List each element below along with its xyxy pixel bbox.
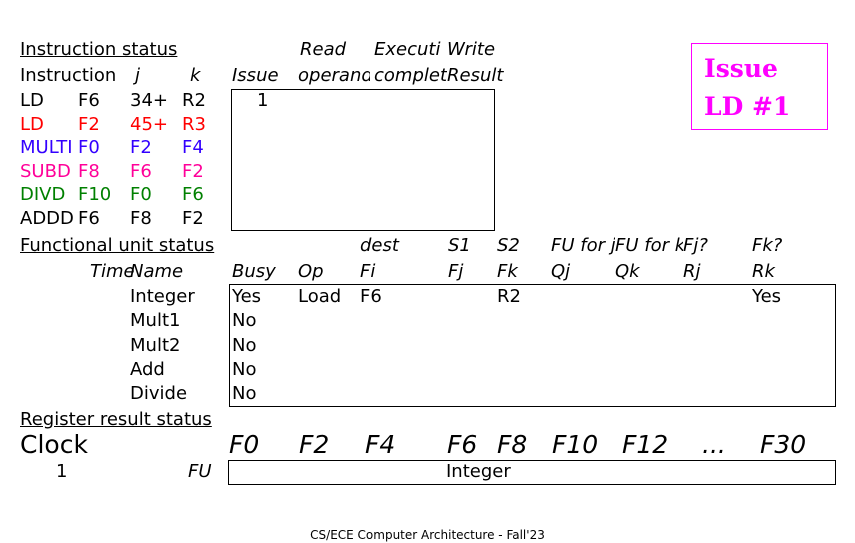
footer: CS/ECE Computer Architecture - Fall'23	[310, 528, 545, 542]
instruction-op: MULTI	[20, 138, 73, 158]
fu-name: Add	[130, 359, 165, 380]
instruction-op: LD	[20, 91, 44, 111]
instruction-j: F0	[130, 184, 152, 205]
instruction-dest: F6	[78, 208, 100, 229]
instruction-k: F2	[182, 208, 204, 229]
instruction-op: SUBD	[20, 162, 71, 182]
fu-busy: Yes	[232, 286, 262, 307]
register-header: ...	[702, 430, 726, 459]
header-j: j	[135, 65, 141, 86]
issue-callout	[691, 43, 828, 130]
fu-header-s2: S2	[497, 235, 520, 256]
instruction-status-box	[231, 89, 495, 231]
fu-header-qj: Qj	[551, 261, 571, 282]
header-execution: Executi	[374, 40, 441, 60]
fu-header-fk-ready: Fk?	[752, 235, 783, 256]
fu-name: Divide	[130, 383, 188, 404]
register-result-status-title: Register result status	[20, 409, 212, 430]
header-issue: Issue	[232, 65, 279, 86]
callout-line2: LD #1	[704, 92, 791, 121]
instruction-k: R2	[182, 90, 206, 111]
fu-header-dest: dest	[360, 235, 399, 256]
instruction-j: F2	[130, 137, 152, 158]
instruction-k: F6	[182, 184, 204, 205]
fu-header-rj: Rj	[683, 261, 701, 282]
fu-header-fu-for-k: FU for k	[615, 236, 683, 256]
header-read-operands: operand	[298, 66, 370, 86]
fu-busy: No	[232, 310, 257, 331]
fu-header-s1: S1	[448, 235, 471, 256]
instruction-op: DIVD	[20, 185, 66, 205]
fu-name: Mult2	[130, 335, 181, 356]
fu-header-fi: Fi	[360, 261, 376, 282]
callout-line1: Issue	[704, 54, 778, 83]
header-read: Read	[300, 39, 347, 60]
fu-header-rk: Rk	[752, 261, 775, 282]
fu-row-label: FU	[188, 461, 212, 482]
instruction-j: 34+	[130, 90, 168, 111]
fu-header-busy: Busy	[232, 261, 276, 282]
fu-name: Integer	[130, 286, 195, 307]
fu-busy: No	[232, 335, 257, 356]
register-header: F4	[365, 430, 396, 459]
instruction-dest: F2	[78, 114, 100, 135]
instruction-j: 45+	[130, 114, 168, 135]
instruction-status-title: Instruction status	[20, 39, 178, 60]
register-fu-value: Integer	[446, 461, 511, 482]
register-header: F2	[299, 430, 330, 459]
register-header: F8	[497, 430, 528, 459]
fu-header-fj-ready: Fj?	[683, 235, 708, 256]
register-header: F30	[760, 430, 807, 459]
instruction-k: R3	[182, 114, 206, 135]
header-write: Write	[447, 39, 496, 60]
instruction-j: F6	[130, 161, 152, 182]
fu-header-fu-for-j: FU for j	[551, 236, 615, 256]
instruction-dest: F10	[78, 184, 112, 205]
fu-busy: No	[232, 359, 257, 380]
header-instruction: Instruction	[20, 65, 117, 86]
fu-header-time: Time	[90, 261, 135, 282]
fu-header-qk: Qk	[615, 261, 640, 282]
clock-label: Clock	[20, 430, 88, 459]
register-header: F6	[447, 430, 478, 459]
header-k: k	[190, 65, 201, 86]
instruction-issue-cycle: 1	[257, 90, 269, 111]
instruction-dest: F6	[78, 90, 100, 111]
register-header: F0	[229, 430, 260, 459]
fu-header-fj: Fj	[448, 261, 464, 282]
register-fu-box	[228, 460, 836, 485]
header-exec-complete: complet	[374, 66, 447, 86]
instruction-op: ADDD	[20, 209, 74, 229]
fu-busy: No	[232, 383, 257, 404]
instruction-op: LD	[20, 115, 44, 135]
fu-fi: F6	[360, 286, 382, 307]
instruction-dest: F0	[78, 137, 100, 158]
fu-fk: R2	[497, 286, 521, 307]
instruction-j: F8	[130, 208, 152, 229]
instruction-k: F4	[182, 137, 204, 158]
functional-unit-status-title: Functional unit status	[20, 235, 215, 256]
fu-header-fk: Fk	[497, 261, 518, 282]
instruction-k: F2	[182, 161, 204, 182]
register-header: F12	[622, 430, 669, 459]
instruction-dest: F8	[78, 161, 100, 182]
register-header: F10	[552, 430, 599, 459]
fu-name: Mult1	[130, 310, 181, 331]
header-write-result: Result	[447, 65, 504, 86]
clock-value: 1	[56, 461, 68, 482]
fu-header-op: Op	[298, 261, 324, 282]
fu-rk: Yes	[752, 286, 782, 307]
fu-op: Load	[298, 286, 342, 307]
fu-header-name: Name	[130, 261, 184, 282]
functional-unit-status-box	[229, 284, 836, 407]
